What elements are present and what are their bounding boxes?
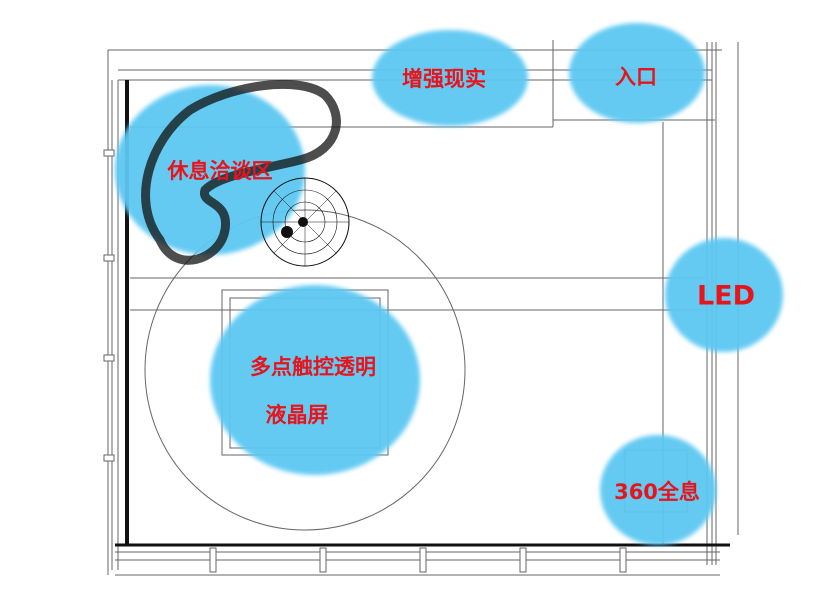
zone-ar [372,30,528,126]
zone-holo [600,435,716,545]
label-touch-line2: 液晶屏 [265,403,329,427]
sofa [141,79,341,265]
label-led: LED [696,280,756,312]
label-ar: 增强现实 [402,67,486,91]
zone-led [665,238,783,352]
label-lounge: 休息洽谈区 [167,159,273,183]
zone-entrance [569,23,705,123]
label-touch-line1: 多点触控透明 [250,355,376,379]
label-entrance: 入口 [615,65,657,89]
label-holo: 360全息 [614,480,700,504]
zone-touch [210,285,420,475]
